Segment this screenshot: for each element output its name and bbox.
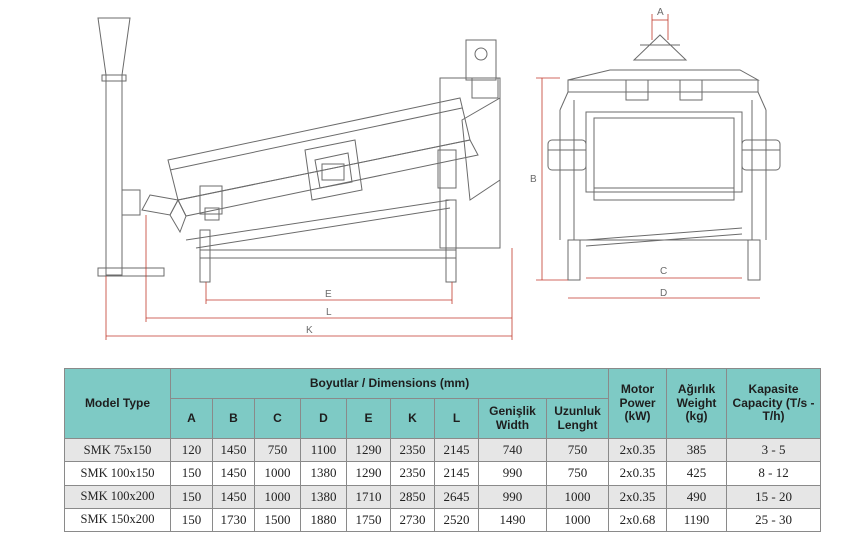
cell-E: 1290	[346, 461, 391, 486]
cell-C: 750	[254, 437, 301, 463]
cell-weight: 385	[666, 437, 728, 463]
cell-model: SMK 100x150	[64, 461, 171, 486]
dim-label-B: B	[530, 174, 537, 185]
cell-B: 1450	[212, 461, 255, 486]
dimension-lines	[105, 14, 760, 340]
cell-K: 2350	[390, 437, 435, 463]
cell-D: 1100	[300, 437, 347, 463]
header-dimensions: Boyutlar / Dimensions (mm)	[169, 368, 610, 399]
cell-A: 150	[170, 461, 213, 486]
cell-motor: 2x0.35	[608, 461, 668, 486]
dim-label-A: A	[657, 7, 664, 18]
table-row: SMK 100x200 150 1450 1000 1380 1710 2850…	[64, 484, 822, 509]
cell-K: 2850	[390, 484, 435, 509]
cell-motor: 2x0.68	[608, 507, 668, 533]
cell-K: 2350	[390, 461, 435, 486]
header-col-width: Genişlik Width	[478, 398, 547, 439]
header-weight: Ağırlık Weight (kg)	[666, 368, 728, 439]
cell-width: 990	[478, 461, 547, 486]
cell-L: 2520	[434, 507, 479, 533]
header-col-B: B	[212, 398, 255, 439]
table-row: SMK 75x150 120 1450 750 1100 1290 2350 2…	[64, 437, 822, 463]
cell-model: SMK 75x150	[64, 437, 171, 463]
technical-drawing: E L K A B C D	[97, 7, 781, 340]
cell-C: 1500	[254, 507, 301, 533]
header-model: Model Type	[64, 368, 171, 439]
cell-length: 1000	[545, 507, 610, 533]
cell-width: 1490	[478, 507, 547, 533]
cell-A: 120	[170, 437, 213, 463]
side-view	[97, 17, 501, 283]
dim-label-E: E	[325, 289, 332, 300]
cell-capacity: 15 - 20	[726, 484, 822, 509]
cell-B: 1450	[212, 484, 255, 509]
header-col-E: E	[346, 398, 391, 439]
cell-C: 1000	[254, 484, 301, 509]
header-col-K: K	[390, 398, 435, 439]
cell-capacity: 3 - 5	[726, 437, 822, 463]
cell-D: 1880	[300, 507, 347, 533]
cell-E: 1290	[346, 437, 391, 463]
dim-label-C: C	[660, 266, 667, 277]
cell-L: 2645	[434, 484, 479, 509]
header-col-A: A	[170, 398, 213, 439]
cell-length: 1000	[545, 484, 610, 509]
header-col-length: Uzunluk Lenght	[545, 398, 610, 439]
front-view	[547, 34, 781, 281]
specification-table: Model Type Boyutlar / Dimensions (mm) Mo…	[64, 368, 822, 533]
cell-K: 2730	[390, 507, 435, 533]
cell-C: 1000	[254, 461, 301, 486]
header-col-D: D	[300, 398, 347, 439]
cell-motor: 2x0.35	[608, 484, 668, 509]
cell-B: 1450	[212, 437, 255, 463]
header-col-L: L	[434, 398, 479, 439]
cell-width: 740	[478, 437, 547, 463]
cell-L: 2145	[434, 461, 479, 486]
cell-weight: 425	[666, 461, 728, 486]
cell-D: 1380	[300, 461, 347, 486]
cell-model: SMK 150x200	[64, 507, 171, 533]
cell-weight: 490	[666, 484, 728, 509]
header-motor: Motor Power (kW)	[608, 368, 668, 439]
table-row: SMK 100x150 150 1450 1000 1380 1290 2350…	[64, 461, 822, 486]
cell-motor: 2x0.35	[608, 437, 668, 463]
cell-B: 1730	[212, 507, 255, 533]
cell-A: 150	[170, 507, 213, 533]
cell-D: 1380	[300, 484, 347, 509]
cell-capacity: 8 - 12	[726, 461, 822, 486]
table-row: SMK 150x200 150 1730 1500 1880 1750 2730…	[64, 507, 822, 533]
cell-weight: 1190	[666, 507, 728, 533]
cell-model: SMK 100x200	[64, 484, 171, 509]
dim-label-D: D	[660, 288, 667, 299]
cell-L: 2145	[434, 437, 479, 463]
cell-A: 150	[170, 484, 213, 509]
cell-E: 1750	[346, 507, 391, 533]
dim-label-L: L	[326, 307, 332, 318]
cell-length: 750	[545, 437, 610, 463]
cell-capacity: 25 - 30	[726, 507, 822, 533]
header-col-C: C	[254, 398, 301, 439]
cell-width: 990	[478, 484, 547, 509]
cell-length: 750	[545, 461, 610, 486]
dim-label-K: K	[306, 325, 313, 336]
cell-E: 1710	[346, 484, 391, 509]
header-capacity: Kapasite Capacity (T/s - T/h)	[726, 368, 822, 439]
